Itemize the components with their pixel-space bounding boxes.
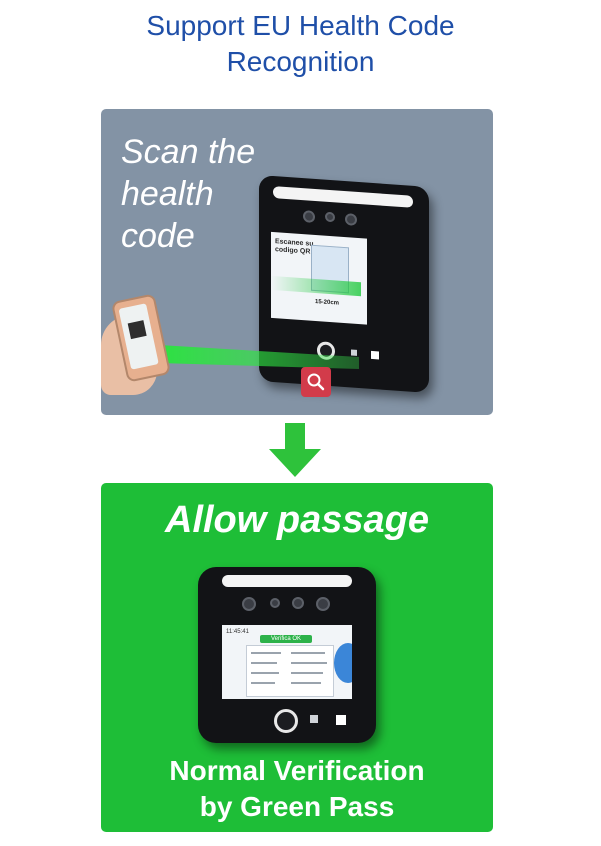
detail-line xyxy=(251,682,275,684)
magnifier-icon xyxy=(307,373,325,391)
qr-scanner-icon xyxy=(310,715,318,723)
scan-distance: 15-20cm xyxy=(315,298,340,307)
down-arrow-icon xyxy=(269,423,321,477)
headline-line1: Support EU Health Code xyxy=(146,10,455,41)
scan-caption-line3: code xyxy=(121,217,195,255)
screen-scan-prompt: Escanee su codigo QR xyxy=(275,238,315,257)
headline: Support EU Health Code Recognition xyxy=(0,8,601,80)
device-light-bar xyxy=(273,186,413,208)
verification-ok-badge: Verifica OK xyxy=(260,635,312,643)
fingerprint-sensor-icon xyxy=(274,709,298,733)
detail-line xyxy=(251,662,277,664)
camera-icon xyxy=(242,597,256,611)
screen-decoration xyxy=(334,643,352,683)
camera-icon xyxy=(325,211,335,223)
normal-verification-caption: Normal Verification by Green Pass xyxy=(101,753,493,825)
search-button[interactable] xyxy=(301,367,331,397)
verification-device: 11:45:41 Verifica OK xyxy=(198,567,376,743)
detail-line xyxy=(291,662,327,664)
detail-line xyxy=(251,672,279,674)
device-light-bar xyxy=(222,575,352,587)
detail-line xyxy=(291,672,323,674)
caption-line1: Normal Verification xyxy=(169,755,425,786)
detail-line xyxy=(251,652,281,654)
caption-line2: by Green Pass xyxy=(199,791,395,822)
allow-passage-title: Allow passage xyxy=(165,499,429,541)
detail-line xyxy=(291,652,325,654)
scan-caption-line1: Scan the xyxy=(121,133,256,171)
device-screen: Escanee su codigo QR 15-20cm xyxy=(271,231,367,325)
qr-code-icon xyxy=(127,320,147,340)
camera-icon xyxy=(292,597,304,609)
scan-caption: Scan the health code xyxy=(121,131,281,257)
screen-text-line2: codigo QR xyxy=(275,246,311,256)
qr-scanner-icon xyxy=(351,349,357,356)
camera-icon xyxy=(345,213,357,226)
camera-icon xyxy=(303,210,315,223)
nfc-pad-icon xyxy=(371,350,379,360)
camera-icon xyxy=(316,597,330,611)
headline-line2: Recognition xyxy=(226,46,375,77)
device-screen: 11:45:41 Verifica OK xyxy=(222,625,352,699)
nfc-pad-icon xyxy=(336,715,346,725)
camera-icon xyxy=(270,598,280,608)
screen-time: 11:45:41 xyxy=(226,629,249,635)
pass-panel: Allow passage 11:45:41 Verifica OK xyxy=(101,483,493,832)
scan-panel: Scan the health code Escanee su codigo Q… xyxy=(101,109,493,415)
certificate-details-card xyxy=(246,645,334,697)
scan-caption-line2: health xyxy=(121,175,214,213)
detail-line xyxy=(291,682,321,684)
